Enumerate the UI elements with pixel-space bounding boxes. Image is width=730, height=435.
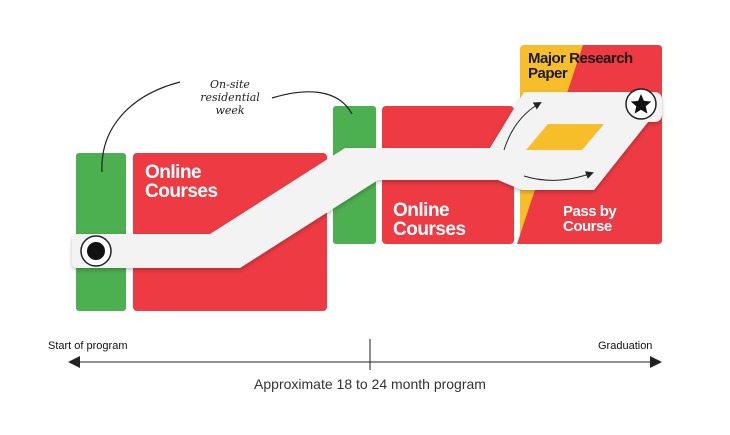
program-path bbox=[72, 92, 662, 268]
graduation-label: Graduation bbox=[598, 340, 653, 352]
residential-annotation-line-right bbox=[271, 91, 353, 115]
start-dot-icon bbox=[80, 235, 112, 267]
pass-by-course-label: Pass by Course bbox=[563, 203, 617, 235]
start-of-program-label: Start of program bbox=[48, 340, 128, 352]
residential-week-annotation: On-site residential week bbox=[200, 78, 260, 117]
path-loop-hole bbox=[526, 124, 604, 150]
program-duration-label: Approximate 18 to 24 month program bbox=[254, 376, 486, 392]
online-courses-label-1: Online Courses bbox=[145, 162, 218, 202]
major-research-paper-label: Major Research Paper bbox=[528, 50, 633, 82]
loop-arrow-down bbox=[523, 171, 594, 181]
star-icon bbox=[625, 88, 657, 120]
online-courses-label-2: Online Courses bbox=[393, 200, 466, 240]
timeline-arrow-left-icon bbox=[68, 356, 80, 368]
residential-annotation-line-left bbox=[101, 81, 181, 173]
residential-week-bar-1 bbox=[76, 153, 126, 311]
loop-arrow-up bbox=[503, 101, 542, 151]
timeline-arrow-right-icon bbox=[650, 356, 662, 368]
